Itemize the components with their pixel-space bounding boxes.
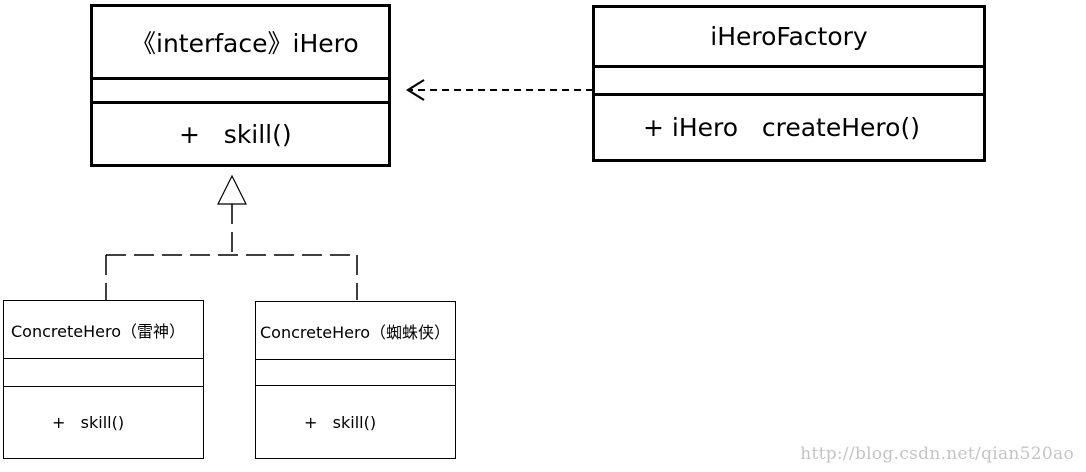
dependency-arrowhead [405, 79, 425, 101]
methods-compartment: + skill() [4, 387, 203, 458]
class-name: ConcreteHero（雷神） [11, 321, 185, 341]
class-iherofactory[interactable]: iHeroFactory + iHero createHero() [592, 5, 986, 162]
class-name: 《interface》iHero [131, 29, 359, 58]
method-text: + skill() [52, 413, 125, 432]
class-name: iHeroFactory [710, 22, 868, 51]
attributes-compartment [4, 359, 203, 387]
method-text: + iHero createHero() [643, 113, 920, 142]
method-text: + skill() [179, 119, 292, 149]
class-name-compartment: iHeroFactory [595, 8, 983, 68]
class-name-compartment: ConcreteHero（雷神） [4, 301, 203, 359]
methods-compartment: + skill() [256, 386, 455, 458]
class-name: ConcreteHero（蜘蛛侠） [260, 322, 450, 342]
watermark: http://blog.csdn.net/qian520ao [800, 444, 1074, 464]
methods-compartment: + iHero createHero() [595, 96, 983, 159]
realization-triangle [217, 174, 247, 205]
dependency-arrow [405, 79, 593, 101]
class-name-compartment: ConcreteHero（蜘蛛侠） [256, 302, 455, 360]
class-ihero[interactable]: 《interface》iHero + skill() [90, 4, 391, 167]
attributes-compartment [595, 68, 983, 96]
methods-compartment: + skill() [93, 104, 388, 164]
attributes-compartment [93, 80, 388, 104]
realization-arrow [105, 174, 358, 300]
attributes-compartment [256, 360, 455, 386]
class-concretehero-spiderman[interactable]: ConcreteHero（蜘蛛侠） + skill() [255, 301, 456, 459]
class-name-compartment: 《interface》iHero [93, 7, 388, 80]
class-concretehero-thor[interactable]: ConcreteHero（雷神） + skill() [3, 300, 204, 459]
method-text: + skill() [304, 412, 377, 432]
